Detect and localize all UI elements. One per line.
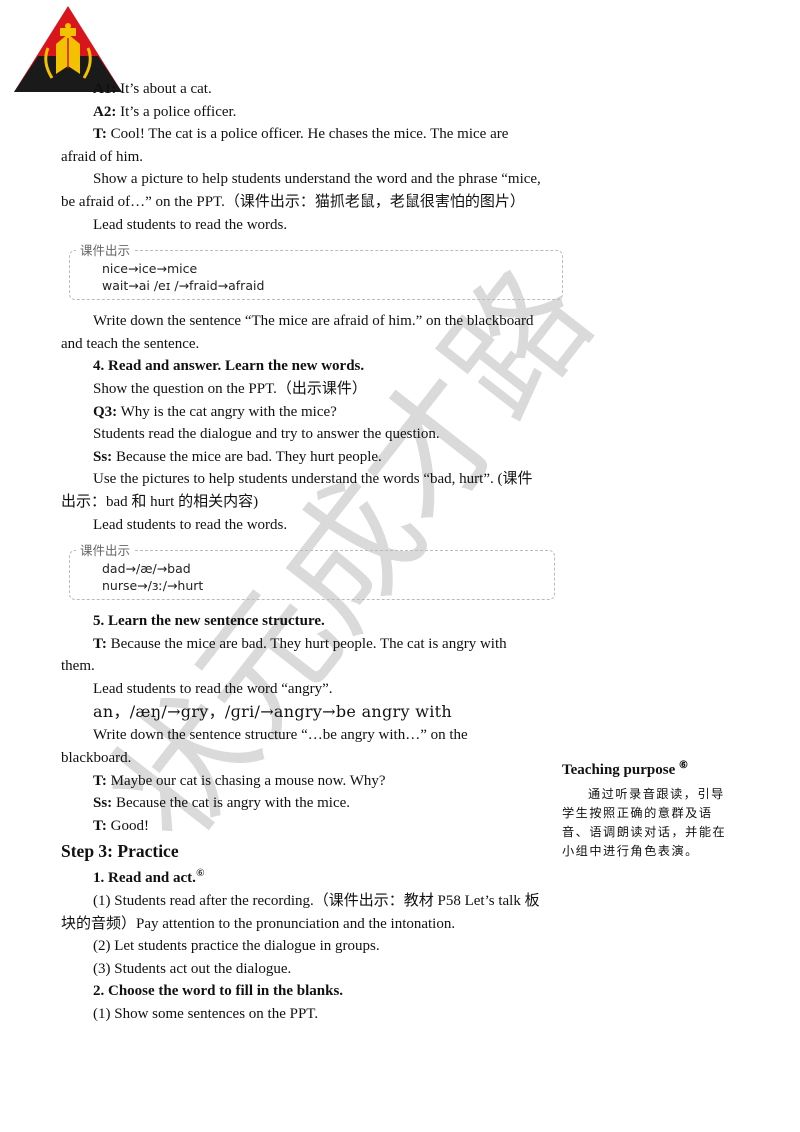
teacher-line: T: Because the mice are bad. They hurt p… (61, 635, 507, 675)
instruction: Show a picture to help students understa… (61, 171, 541, 210)
logo-emblem-icon (14, 6, 122, 92)
logo (12, 4, 124, 94)
teaching-purpose-note: Teaching purpose ⑥ 通过听录音跟读，引导学生按照正确的意群及语… (562, 760, 738, 861)
instruction: Students read the dialogue and try to an… (93, 426, 440, 443)
teacher-line: T: Cool! The cat is a police officer. He… (61, 126, 509, 165)
instruction: Show the question on the PPT.（出示课件） (93, 380, 367, 397)
step-heading: Step 3: Practice (61, 841, 179, 862)
word-chain: wait→ai /eɪ /→fraid→afraid (102, 278, 265, 294)
courseware-tag: 课件出示 (69, 542, 135, 560)
main-content: A1: It’s about a cat. A2: It’s a police … (61, 78, 563, 1026)
footnote-marker: ⑥ (195, 868, 205, 880)
answer-a2: A2: It’s a police officer. (93, 103, 237, 120)
section-heading: 4. Read and answer. Learn the new words. (93, 358, 365, 375)
footnote-marker: ⑥ (678, 760, 688, 771)
teacher-line: T: Good! (93, 817, 149, 834)
note-text: 通过听录音跟读，引导学生按照正确的意群及语音、语调朗读对话，并能在小组中进行角色… (562, 787, 727, 858)
word-chain: nice→ice→mice (102, 261, 198, 277)
word-chain: nurse→/ɜː/→hurt (102, 578, 204, 594)
answer-a1: A1: It’s about a cat. (93, 81, 212, 97)
students-line: Ss: Because the cat is angry with the mi… (93, 795, 351, 812)
courseware-box: 课件出示 nice→ice→mice wait→ai /eɪ /→fraid→a… (69, 242, 563, 301)
instruction: Write down the sentence structure “…be a… (61, 727, 468, 767)
word-chain: dad→/æ/→bad (102, 561, 191, 577)
question-q3: Q3: Why is the cat angry with the mice? (93, 403, 337, 420)
section-heading: 2. Choose the word to fill in the blanks… (93, 983, 344, 1000)
students-line: Ss: Because the mice are bad. They hurt … (93, 448, 382, 465)
section-heading: 1. Read and act.⑥ (93, 868, 205, 887)
practice-step: (2) Let students practice the dialogue i… (93, 938, 380, 955)
instruction: Lead students to read the words. (93, 216, 288, 233)
teacher-line: T: Maybe our cat is chasing a mouse now.… (93, 772, 386, 789)
practice-step: (1) Students read after the recording.（课… (61, 893, 540, 932)
instruction: Write down the sentence “The mice are af… (61, 313, 534, 352)
instruction: Lead students to read the words. (93, 516, 288, 533)
courseware-box: 课件出示 dad→/æ/→bad nurse→/ɜː/→hurt (69, 542, 555, 601)
practice-step: (1) Show some sentences on the PPT. (93, 1006, 319, 1022)
courseware-tag: 课件出示 (69, 242, 135, 260)
instruction: Lead students to read the word “angry”. (93, 680, 333, 697)
instruction: Use the pictures to help students unders… (61, 471, 533, 510)
practice-step: (3) Students act out the dialogue. (93, 960, 292, 977)
phonetic-chain: an，/æŋ/→gry，/ɡri/→angry→be angry with (93, 702, 452, 722)
note-title: Teaching purpose ⑥ (562, 760, 688, 778)
section-heading: 5. Learn the new sentence structure. (93, 613, 325, 630)
